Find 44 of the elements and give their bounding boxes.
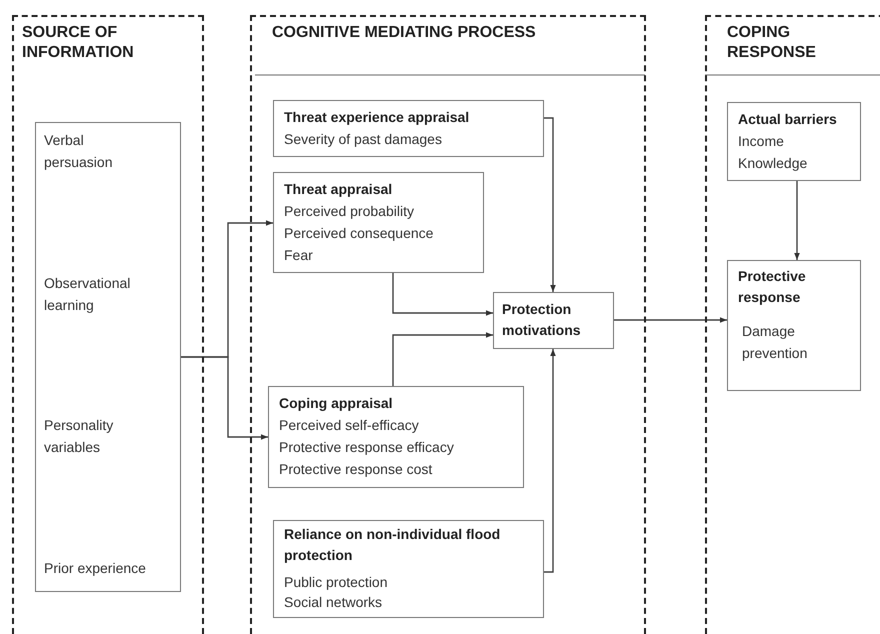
process-box: [273, 520, 544, 618]
arrow: [181, 356, 268, 440]
factor-label: Protective response cost: [279, 460, 434, 479]
process-box: [35, 122, 181, 592]
factor-label: Perceived consequence: [284, 224, 434, 243]
factor-label: Fear: [284, 246, 314, 265]
dashed-column-band: [12, 15, 204, 634]
column-heading: COPING RESPONSE: [727, 23, 817, 63]
factor-label: Damage prevention: [741, 322, 808, 363]
box-heading: Actual barriers: [738, 110, 838, 129]
arrow: [544, 349, 556, 573]
factor-label: Knowledge: [738, 154, 808, 173]
factor-label: Severity of past damages: [284, 130, 443, 149]
process-box: [273, 172, 484, 273]
source-label: Prior experience: [44, 558, 147, 578]
box-heading: Protection motivations: [502, 300, 582, 340]
source-label: Personality variables: [44, 416, 114, 458]
factor-label: Protective response efficacy: [279, 438, 455, 457]
arrow: [794, 181, 800, 260]
factor-label: Perceived probability: [284, 202, 415, 221]
box-heading: Threat appraisal: [284, 180, 394, 199]
process-box: [493, 292, 614, 349]
process-box: [268, 386, 524, 488]
source-label: Verbal persuasion: [44, 131, 114, 172]
dashed-column-band: [705, 15, 880, 634]
factor-label: Public protection: [284, 573, 389, 592]
source-label: Observational learning: [44, 274, 132, 315]
dashed-column-band: [250, 15, 646, 634]
arrow: [392, 332, 493, 386]
box-heading: Reliance on non-individual flood protection: [284, 525, 502, 565]
arrow: [544, 117, 556, 292]
column-heading: COGNITIVE MEDIATING PROCESS: [272, 23, 537, 43]
box-heading: Protective response: [738, 267, 807, 307]
box-heading: Coping appraisal: [279, 394, 394, 413]
process-box: [273, 100, 544, 157]
arrow: [392, 273, 493, 316]
column-heading: SOURCE OF INFORMATION: [22, 23, 135, 63]
process-box: [727, 102, 861, 181]
arrow: [614, 317, 727, 323]
process-box: [727, 260, 861, 391]
box-heading: Threat experience appraisal: [284, 108, 470, 127]
factor-label: Perceived self-efficacy: [279, 416, 420, 435]
factor-label: Income: [738, 132, 785, 151]
factor-label: Social networks: [284, 593, 384, 612]
